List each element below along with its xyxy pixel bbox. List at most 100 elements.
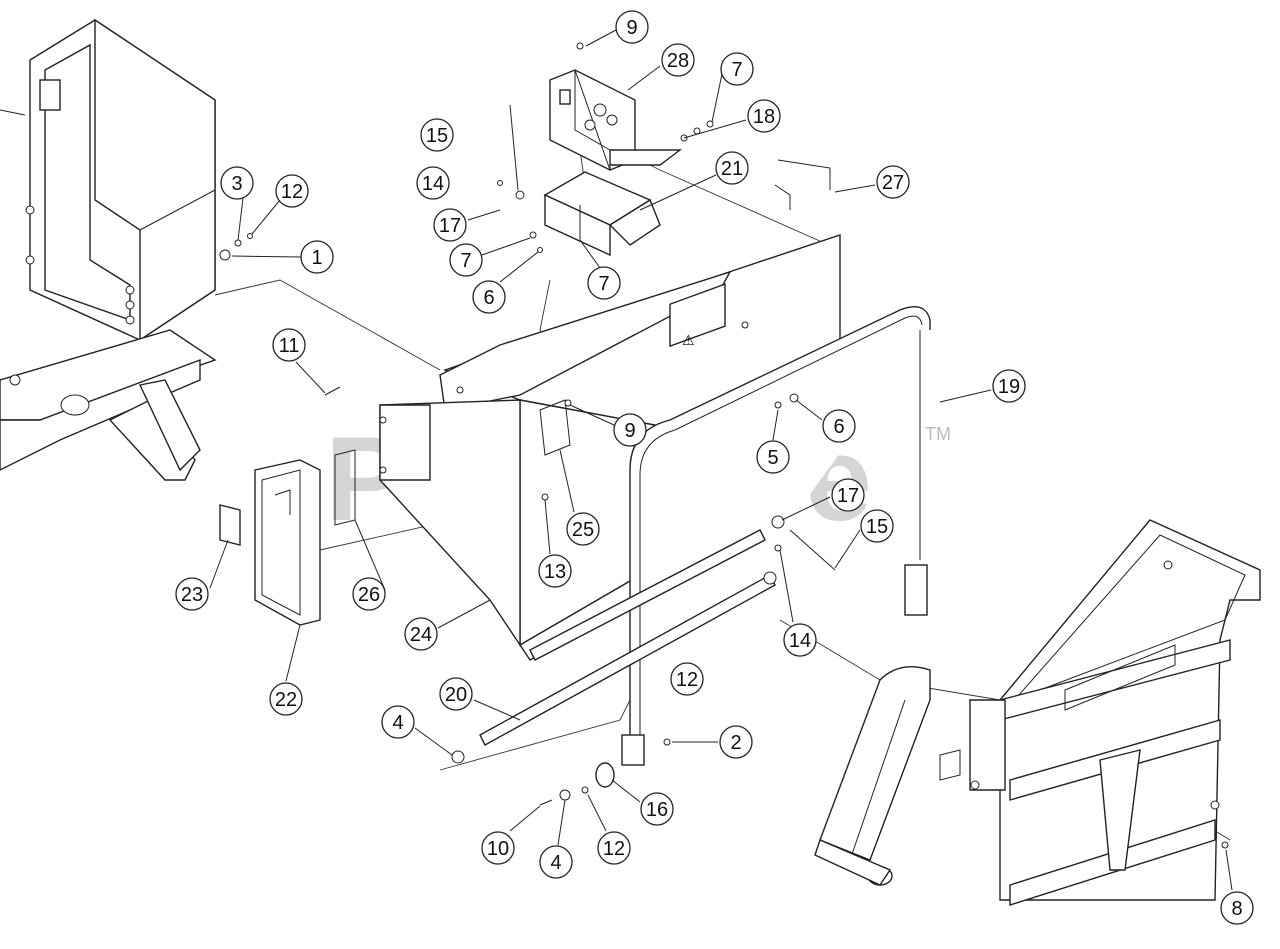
callout-17: 17 (831, 478, 865, 512)
callout-circle (747, 99, 781, 133)
callout-23: 23 (175, 577, 209, 611)
callout-1: 1 (300, 240, 334, 274)
callout-11: 11 (272, 328, 306, 362)
callout-6: 6 (472, 280, 506, 314)
callout-circle (300, 240, 334, 274)
callout-label: 15 (866, 516, 888, 538)
callout-13: 13 (538, 554, 572, 588)
callout-circle (615, 10, 649, 44)
callout-28: 28 (661, 43, 695, 77)
callout-12: 12 (597, 831, 631, 865)
callout-9: 9 (615, 10, 649, 44)
callout-24: 24 (404, 617, 438, 651)
callout-20: 20 (439, 677, 473, 711)
callout-label: 27 (882, 172, 904, 194)
callout-label: 12 (281, 181, 303, 203)
callout-circle (720, 52, 754, 86)
callout-6: 6 (822, 409, 856, 443)
callout-label: 17 (837, 485, 859, 507)
callout-label: 16 (646, 799, 668, 821)
callout-label: 2 (730, 732, 741, 754)
callout-label: 9 (624, 420, 635, 442)
hardware (219, 42, 1229, 849)
decal-23 (219, 504, 241, 546)
callout-circle (587, 266, 621, 300)
callout-label: 25 (572, 519, 594, 541)
callout-9: 9 (613, 413, 647, 447)
callout-2: 2 (719, 725, 753, 759)
callout-circle (597, 831, 631, 865)
callout-circle (439, 677, 473, 711)
callout-label: 3 (231, 173, 242, 195)
bracket-21 (543, 171, 661, 257)
callout-26: 26 (352, 577, 386, 611)
callout-label: 8 (1231, 898, 1242, 920)
callout-label: 21 (721, 158, 743, 180)
callout-label: 7 (460, 250, 471, 272)
callout-circle (640, 792, 674, 826)
callout-circle (992, 369, 1026, 403)
cover-22 (254, 459, 321, 626)
callout-circle (381, 705, 415, 739)
callout-circle (481, 831, 515, 865)
callout-circle (613, 413, 647, 447)
callout-27: 27 (876, 165, 910, 199)
callout-circle (269, 682, 303, 716)
callout-circle (404, 617, 438, 651)
callout-4: 4 (539, 845, 573, 879)
callout-circle (472, 280, 506, 314)
callout-label: 14 (789, 630, 811, 652)
warning-decal: ⚠ (682, 332, 695, 348)
callout-7: 7 (449, 243, 483, 277)
callout-circle (860, 509, 894, 543)
callout-25: 25 (566, 512, 600, 546)
callout-label: 14 (422, 173, 444, 195)
callout-label: 7 (731, 59, 742, 81)
callout-7: 7 (587, 266, 621, 300)
bagger-cart-assembly (814, 519, 1261, 906)
callout-circle (831, 478, 865, 512)
callout-circle (175, 577, 209, 611)
callout-label: 20 (445, 684, 467, 706)
callout-label: 1 (311, 247, 322, 269)
callout-label: 10 (487, 838, 509, 860)
callout-22: 22 (269, 682, 303, 716)
callout-label: 12 (676, 669, 698, 691)
callout-circle (220, 166, 254, 200)
callout-label: 17 (439, 215, 461, 237)
callout-circle (876, 165, 910, 199)
callout-10: 10 (481, 831, 515, 865)
callout-circle (566, 512, 600, 546)
callout-19: 19 (992, 369, 1026, 403)
callout-circle (715, 151, 749, 185)
callout-circle (449, 243, 483, 277)
shaft-20 (479, 529, 777, 746)
callout-label: 23 (181, 584, 203, 606)
callout-label: 6 (833, 416, 844, 438)
leader-lines (209, 29, 1233, 891)
callout-label: 26 (358, 584, 380, 606)
callout-label: 11 (279, 335, 300, 357)
callout-label: 13 (544, 561, 566, 583)
watermark-trademark: TM (925, 424, 951, 444)
callout-16: 16 (640, 792, 674, 826)
callout-label: 22 (275, 689, 297, 711)
callout-label: 12 (603, 838, 625, 860)
callout-7: 7 (720, 52, 754, 86)
callout-circle (272, 328, 306, 362)
callout-label: 5 (767, 447, 778, 469)
callout-circle (719, 725, 753, 759)
decal-27 (774, 159, 831, 210)
callout-circle (416, 166, 450, 200)
tractor-frame-assembly (0, 18, 217, 481)
callout-circle (420, 118, 454, 152)
callout-circle (756, 440, 790, 474)
callout-14: 14 (783, 623, 817, 657)
callout-label: 7 (598, 273, 609, 295)
callout-label: 24 (410, 624, 432, 646)
callout-4: 4 (381, 705, 415, 739)
callout-circle (352, 577, 386, 611)
callout-15: 15 (860, 509, 894, 543)
callout-circle (661, 43, 695, 77)
